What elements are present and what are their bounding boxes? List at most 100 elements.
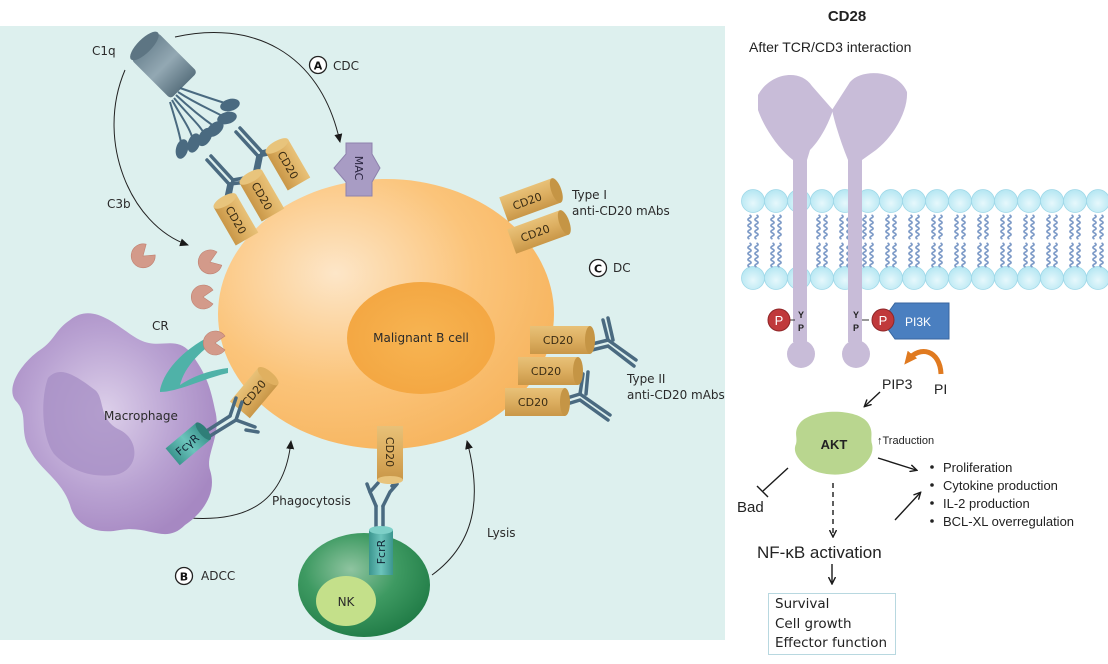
phagocytosis-label: Phagocytosis: [272, 494, 351, 508]
lipid-tail: [961, 214, 966, 240]
lipid-tail: [915, 214, 920, 240]
svg-text:P: P: [775, 313, 784, 328]
lipid-tail: [931, 214, 936, 240]
lipid-head: [810, 189, 834, 213]
lipid-head: [1086, 189, 1108, 213]
svg-text:CD20: CD20: [531, 365, 561, 378]
lipid-tail: [869, 214, 874, 240]
lipid-tail: [1099, 214, 1104, 240]
svg-text:Y: Y: [853, 310, 859, 320]
cd20-type1-2: CD20: [507, 210, 571, 254]
mechanism-a: A CDC: [308, 55, 359, 75]
lipid-tail: [885, 214, 890, 240]
c1q-complex: [130, 31, 240, 159]
type1-label-line2: anti-CD20 mAbs: [572, 204, 670, 218]
lipid-tail: [954, 214, 959, 240]
lipid-tail: [954, 242, 959, 268]
lipid-tail: [839, 214, 844, 240]
lipid-head: [948, 189, 972, 213]
phospho-pi3k: P: [871, 308, 895, 332]
lipid-tail: [961, 242, 966, 268]
lipid-tail: [977, 242, 982, 268]
lipid-head: [948, 266, 972, 290]
nk-antibody: [365, 476, 402, 532]
lipid-tail: [938, 214, 943, 240]
lipid-tail: [777, 214, 782, 240]
lipid-head: [1017, 189, 1041, 213]
mechanism-b: B ADCC: [174, 566, 235, 586]
cd20-type2-2: CD20: [518, 357, 583, 385]
nfkb-to-effects-arrow: [894, 493, 920, 521]
phospho-right: Y P: [853, 310, 869, 333]
lipid-tail: [885, 242, 890, 268]
lipid-tail: [1046, 214, 1051, 240]
lipid-head: [741, 266, 765, 290]
lipid-head: [925, 189, 949, 213]
cd20-type2-1: CD20: [530, 326, 595, 354]
macrophage-cell: [12, 313, 217, 535]
svg-text:DC: DC: [613, 261, 631, 275]
traduction-label: ↑Traduction: [877, 435, 934, 447]
pip3-to-akt-arrow: [865, 391, 881, 406]
lipid-head: [902, 266, 926, 290]
lipid-head: [1063, 266, 1087, 290]
lipid-head: [764, 266, 788, 290]
cd20-cdc-1: CD20: [265, 138, 311, 191]
svg-text:C: C: [594, 263, 602, 276]
lipid-head: [902, 189, 926, 213]
svg-text:CD20: CD20: [543, 334, 573, 347]
c1q-label: C1q: [92, 44, 116, 58]
svg-text:MAC: MAC: [352, 156, 365, 181]
lipid-tail: [1030, 242, 1035, 268]
lipid-tail: [777, 242, 782, 268]
b-cell-nucleus: [347, 282, 495, 394]
lipid-tail: [862, 214, 867, 240]
lipid-tail: [839, 242, 844, 268]
cd28-receptor: [758, 73, 908, 368]
svg-text:AKT: AKT: [821, 437, 848, 452]
lipid-tail: [747, 242, 752, 268]
cd20-nk: CD20: [377, 426, 403, 484]
svg-text:P: P: [798, 323, 804, 333]
akt-to-effects-arrow: [877, 457, 916, 470]
lipid-tail: [754, 242, 759, 268]
pip3-label: PIP3: [882, 376, 913, 392]
cd20-type1-1: CD20: [499, 178, 563, 222]
lipid-head: [1063, 189, 1087, 213]
cr-label: CR: [152, 319, 169, 333]
type2-label-line1: Type II: [626, 372, 665, 386]
lipid-tail: [1007, 214, 1012, 240]
lipid-tail: [1069, 242, 1074, 268]
lysis-arrow: [431, 440, 475, 576]
lipid-tail: [1023, 242, 1028, 268]
lipid-tail: [931, 242, 936, 268]
svg-text:IL-2 production: IL-2 production: [943, 496, 1030, 511]
lipid-tail: [770, 242, 775, 268]
mechanism-c: C DC: [588, 258, 631, 278]
lysis-label: Lysis: [487, 526, 516, 540]
akt-kinase: AKT: [794, 411, 873, 475]
cd28-subtitle: After TCR/CD3 interaction: [749, 39, 911, 55]
lipid-head: [764, 189, 788, 213]
lipid-tail: [1053, 214, 1058, 240]
type2-label-line2: anti-CD20 mAbs: [627, 388, 725, 402]
lipid-tail: [1076, 214, 1081, 240]
outcome-item: Cell growth: [775, 615, 852, 632]
pi3k-enzyme: PI3K: [881, 302, 950, 340]
macrophage-antibody: [203, 396, 260, 438]
lipid-head: [971, 266, 995, 290]
nk-label: NK: [338, 595, 356, 609]
fcr-receptor: FcrR: [369, 526, 393, 575]
lipid-tail: [816, 214, 821, 240]
phagocytosis-arrow: [189, 440, 295, 519]
lipid-tail: [862, 242, 867, 268]
lipid-tail: [816, 242, 821, 268]
lipid-tail: [984, 242, 989, 268]
lipid-tail: [823, 214, 828, 240]
lipid-tail: [1023, 214, 1028, 240]
c3b-label: C3b: [107, 197, 131, 211]
cdc-arrow: [174, 31, 343, 143]
svg-text:ADCC: ADCC: [201, 569, 235, 583]
c3b-fragments: [130, 243, 226, 356]
lipid-tail: [1053, 242, 1058, 268]
